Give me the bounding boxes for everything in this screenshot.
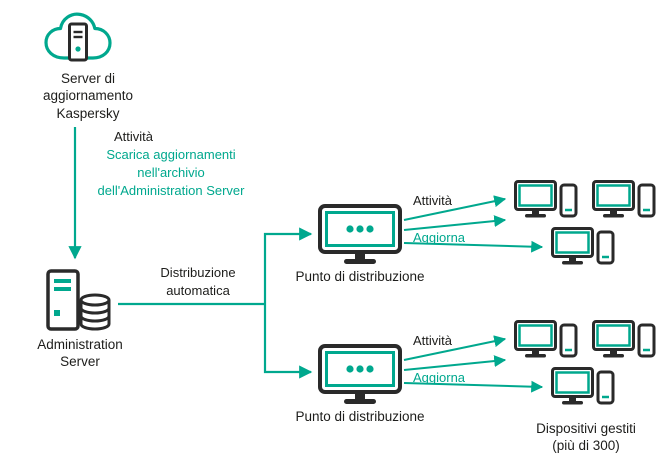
arrow-dp-bottom-to-device-3	[403, 380, 544, 393]
arrow-dp-top-to-device-1	[403, 195, 507, 221]
auto-distribution-label: Distribuzione automatica	[160, 265, 236, 299]
distribution-point-top-icon	[318, 204, 402, 268]
distribution-point-bottom-label: Punto di distribuzione	[295, 409, 425, 424]
arrow-dp-bottom-to-device-2	[403, 355, 507, 371]
managed-device-pair-icon	[514, 180, 578, 226]
update-task-bottom-action: Aggiorna	[413, 369, 466, 385]
managed-device-pair-icon	[551, 227, 615, 273]
update-task-bottom-title: Attività	[413, 333, 453, 349]
update-task-top-action: Aggiorna	[413, 229, 466, 245]
update-task-bottom: Attività Aggiorna	[413, 314, 465, 405]
arrow-dp-bottom-to-device-1	[403, 335, 507, 361]
update-server-label: Server di aggiornamento Kaspersky	[42, 71, 134, 121]
arrow-fork-to-distribution-point-top	[263, 227, 313, 304]
distribution-point-top-label: Punto di distribuzione	[295, 269, 425, 284]
arrow-dp-top-to-device-2	[403, 215, 507, 231]
managed-devices-label: Dispositivi gestiti (più di 300)	[536, 421, 636, 454]
update-task-top: Attività Aggiorna	[413, 174, 465, 265]
cloud-update-server-icon	[40, 8, 116, 70]
managed-device-pair-icon	[592, 320, 656, 366]
arrow-fork-to-distribution-point-bottom	[263, 304, 313, 379]
update-task-top-title: Attività	[413, 193, 453, 209]
download-task-description: Scarica aggiornamenti nell'archivio dell…	[97, 147, 245, 199]
arrow-dp-top-to-device-3	[403, 240, 544, 253]
download-task-title: Attività	[114, 129, 154, 144]
managed-device-pair-icon	[514, 320, 578, 366]
administration-server-icon	[42, 268, 118, 334]
managed-device-pair-icon	[551, 367, 615, 413]
distribution-point-bottom-icon	[318, 344, 402, 408]
administration-server-label: Administration Server	[37, 337, 123, 370]
managed-device-pair-icon	[592, 180, 656, 226]
